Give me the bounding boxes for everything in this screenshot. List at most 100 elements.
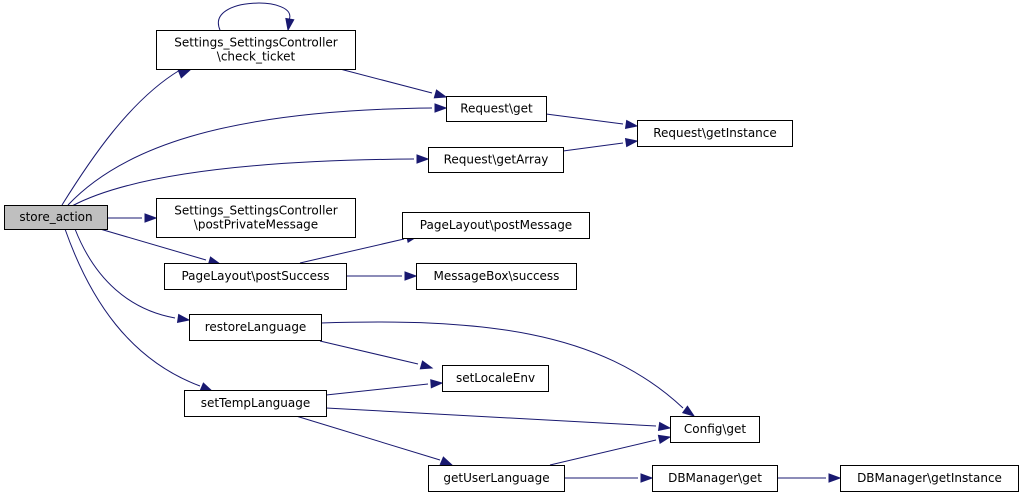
arrowhead xyxy=(285,17,295,32)
node-box[interactable] xyxy=(428,147,564,173)
edge-line xyxy=(325,383,429,396)
edge-get_user_language-to-dbmanager_get xyxy=(564,473,654,483)
node-label: \check_ticket xyxy=(217,50,296,64)
node-box[interactable] xyxy=(428,465,565,492)
edge-line xyxy=(545,113,624,125)
edge-store_action-to-set_temp_language xyxy=(64,228,214,392)
node-label: Request\getArray xyxy=(444,153,549,167)
node-label: getUserLanguage xyxy=(443,471,549,485)
arrowhead xyxy=(404,271,418,281)
arrowhead xyxy=(430,379,444,389)
node-messagebox_success[interactable]: MessageBox\success xyxy=(416,263,577,290)
node-label: DBManager\get xyxy=(668,471,762,485)
edge-line xyxy=(74,228,176,319)
edge-check_ticket-to-check_ticket xyxy=(217,2,295,32)
edge-store_action-to-request_getarray xyxy=(71,154,430,207)
node-dbmanager_get[interactable]: DBManager\get xyxy=(652,465,778,492)
arrowhead xyxy=(640,473,654,483)
node-label: setLocaleEnv xyxy=(456,371,535,385)
edge-line xyxy=(562,142,624,152)
arrowhead xyxy=(434,103,448,113)
arrowhead xyxy=(657,434,672,445)
node-box[interactable] xyxy=(416,263,577,290)
node-get_user_language[interactable]: getUserLanguage xyxy=(428,465,565,492)
arrowhead xyxy=(439,456,454,466)
edge-request_getarray-to-request_getinstance xyxy=(562,137,639,152)
node-label: Settings_SettingsController xyxy=(174,36,338,50)
node-request_getinstance[interactable]: Request\getInstance xyxy=(637,120,793,147)
arrowhead xyxy=(199,382,214,392)
edge-store_action-to-request_get xyxy=(67,103,448,206)
edge-store_action-to-check_ticket xyxy=(61,69,192,206)
node-box[interactable] xyxy=(156,198,356,238)
edge-check_ticket-to-request_get xyxy=(339,68,448,99)
node-box[interactable] xyxy=(184,390,327,417)
node-label: DBManager\getInstance xyxy=(857,471,1002,485)
node-box[interactable] xyxy=(442,365,549,392)
edge-set_temp_language-to-get_user_language xyxy=(295,415,454,466)
arrowhead xyxy=(416,154,430,164)
edge-set_temp_language-to-set_locale_env xyxy=(325,379,444,396)
node-pagelayout_postmessage[interactable]: PageLayout\postMessage xyxy=(402,212,590,239)
edge-line xyxy=(325,407,657,427)
arrowhead xyxy=(433,89,448,99)
node-label: \postPrivateMessage xyxy=(194,218,318,232)
node-config_get[interactable]: Config\get xyxy=(670,416,760,443)
edge-pagelayout_postsuccess-to-messagebox_success xyxy=(346,271,418,281)
node-label: store_action xyxy=(19,210,92,224)
node-post_private_message[interactable]: Settings_SettingsController\postPrivateM… xyxy=(156,198,356,238)
node-box[interactable] xyxy=(402,212,590,239)
edge-line xyxy=(217,2,291,31)
edge-line xyxy=(319,340,419,365)
edge-store_action-to-post_private_message xyxy=(107,213,158,223)
node-label: restoreLanguage xyxy=(205,320,307,334)
arrowhead xyxy=(681,405,696,417)
edge-request_get-to-request_getinstance xyxy=(545,113,639,130)
node-label: Request\getInstance xyxy=(653,126,777,140)
node-request_get[interactable]: Request\get xyxy=(446,96,547,122)
arrowhead xyxy=(828,473,842,483)
node-box[interactable] xyxy=(156,30,356,70)
node-label: setTempLanguage xyxy=(201,396,311,410)
edge-dbmanager_get-to-dbmanager_getinstance xyxy=(777,473,842,483)
arrowhead xyxy=(624,137,639,148)
node-set_locale_env[interactable]: setLocaleEnv xyxy=(442,365,549,392)
node-store_action[interactable]: store_action xyxy=(4,205,108,230)
node-set_temp_language[interactable]: setTempLanguage xyxy=(184,390,327,417)
arrowhead xyxy=(144,213,158,223)
edge-line xyxy=(320,321,684,409)
edge-pagelayout_postsuccess-to-pagelayout_postmessage xyxy=(299,233,420,264)
edge-line xyxy=(67,107,433,206)
node-label: PageLayout\postSuccess xyxy=(181,269,329,283)
node-label: MessageBox\success xyxy=(434,269,560,283)
node-request_getarray[interactable]: Request\getArray xyxy=(428,147,564,173)
arrowhead xyxy=(177,69,192,79)
arrowhead xyxy=(176,313,191,324)
node-box[interactable] xyxy=(4,205,108,230)
edge-store_action-to-restore_language xyxy=(74,228,191,324)
edge-line xyxy=(549,439,657,466)
node-box[interactable] xyxy=(670,416,760,443)
edge-line xyxy=(295,415,441,461)
node-box[interactable] xyxy=(446,96,547,122)
edge-line xyxy=(71,158,415,207)
node-box[interactable] xyxy=(189,314,322,341)
node-label: Settings_SettingsController xyxy=(174,204,338,218)
node-dbmanager_getinstance[interactable]: DBManager\getInstance xyxy=(840,465,1019,492)
node-box[interactable] xyxy=(840,465,1019,492)
node-box[interactable] xyxy=(637,120,793,147)
node-label: Config\get xyxy=(684,422,747,436)
node-restore_language[interactable]: restoreLanguage xyxy=(189,314,322,341)
node-box[interactable] xyxy=(652,465,778,492)
node-pagelayout_postsuccess[interactable]: PageLayout\postSuccess xyxy=(164,263,347,290)
edge-set_temp_language-to-config_get xyxy=(325,407,672,432)
arrowhead xyxy=(624,119,639,130)
node-box[interactable] xyxy=(164,263,347,290)
nodes-layer: store_actionSettings_SettingsController\… xyxy=(4,30,1019,492)
edge-line xyxy=(61,69,181,206)
edge-get_user_language-to-config_get xyxy=(549,434,672,466)
node-check_ticket[interactable]: Settings_SettingsController\check_ticket xyxy=(156,30,356,70)
edge-restore_language-to-set_locale_env xyxy=(319,340,434,370)
edges-layer xyxy=(61,2,842,483)
